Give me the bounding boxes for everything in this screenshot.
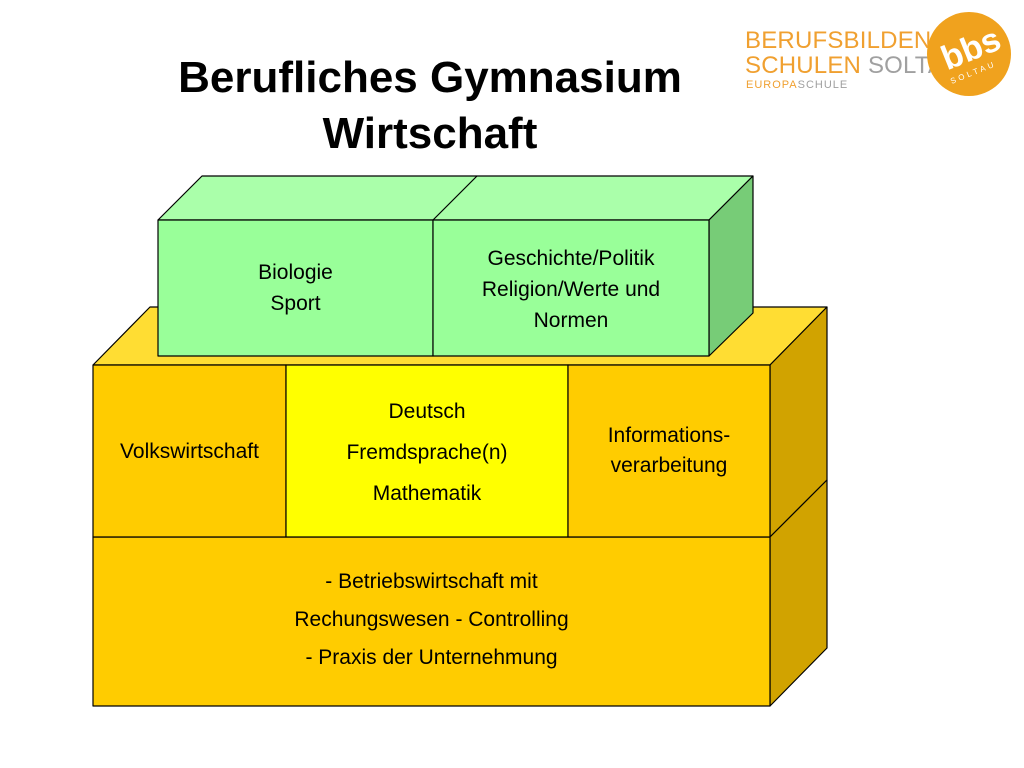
school-logo: BERUFSBILDENDE SCHULEN SOLTAU EUROPASCHU… <box>745 12 1015 102</box>
green-right-line-1: Geschichte/Politik <box>487 246 655 270</box>
green-right-label: Geschichte/Politik Religion/Werte und No… <box>433 228 709 350</box>
bottom-block-front <box>92 536 771 707</box>
green-left-label: Biologie Sport <box>158 220 433 356</box>
bbs-logo-icon: bbs SOLTAU <box>927 12 1011 96</box>
green-top-divider <box>432 175 478 221</box>
bottom-line-3: - Praxis der Unternehmung <box>305 646 558 669</box>
logo-line-2a: SCHULEN <box>745 52 862 79</box>
left-block-label: Volkswirtschaft <box>93 365 286 537</box>
logo-line-3: EUROPASCHULE <box>746 79 848 91</box>
logo-line-3a: EUROPA <box>746 79 798 91</box>
right-line-2: verarbeitung <box>610 454 728 477</box>
left-block-front <box>92 364 287 538</box>
middle-line-1: Deutsch <box>388 399 466 423</box>
bottom-block-label: - Betriebswirtschaft mit Rechungswesen -… <box>93 562 770 678</box>
middle-line-2: Fremdsprache(n) <box>346 440 508 464</box>
green-left-line-1: Biologie <box>258 261 333 284</box>
green-left-block-front <box>157 219 434 357</box>
title-line-2: Wirtschaft <box>322 109 538 158</box>
bottom-line-1: - Betriebswirtschaft mit <box>325 570 538 593</box>
right-line-1: Informations- <box>607 424 731 447</box>
left-line-1: Volkswirtschaft <box>120 439 259 463</box>
bottom-line-2: Rechungswesen - Controlling <box>294 608 569 631</box>
middle-line-3: Mathematik <box>372 481 482 505</box>
green-right-line-2: Religion/Werte und <box>481 277 661 301</box>
green-right-block-front <box>432 219 710 357</box>
logo-line-3b: SCHULE <box>797 79 849 91</box>
green-left-line-2: Sport <box>270 292 321 315</box>
page-title: Berufliches Gymnasium Wirtschaft <box>100 50 760 162</box>
middle-block-label: Deutsch Fremdsprache(n) Mathematik <box>286 372 568 532</box>
middle-block-front <box>285 364 569 538</box>
right-block-label: Informations- verarbeitung <box>568 365 770 537</box>
green-right-line-3: Normen <box>533 308 609 332</box>
right-block-front <box>567 364 771 538</box>
title-line-1: Berufliches Gymnasium <box>178 53 682 102</box>
